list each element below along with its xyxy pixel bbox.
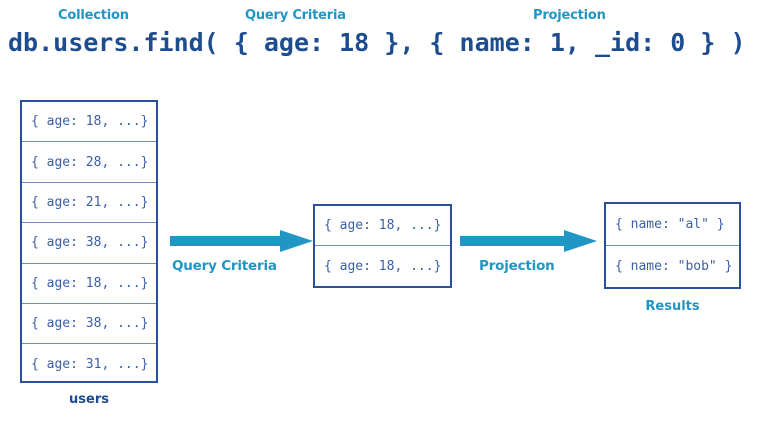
collection-document-row: { age: 18, ...} <box>22 264 156 304</box>
matched-document-row: { age: 18, ...} <box>315 206 450 246</box>
collection-documents-box: { age: 18, ...} { age: 28, ...} { age: 2… <box>20 100 158 383</box>
results-box-caption: Results <box>645 299 700 314</box>
collection-box-caption: users <box>69 392 109 407</box>
arrow-projection <box>460 230 597 252</box>
mongodb-query-code: db.users.find( { age: 18 }, { name: 1, _… <box>8 28 746 57</box>
arrow-label-projection: Projection <box>479 258 555 274</box>
collection-document-row: { age: 38, ...} <box>22 304 156 345</box>
annotation-label-collection: Collection <box>58 8 129 23</box>
collection-document-row: { age: 21, ...} <box>22 183 156 224</box>
result-document-row: { name: "al" } <box>606 204 739 246</box>
collection-document-row: { age: 38, ...} <box>22 223 156 264</box>
matched-document-row: { age: 18, ...} <box>324 258 442 274</box>
arrow-label-query-criteria: Query Criteria <box>172 258 277 274</box>
annotation-label-query-criteria: Query Criteria <box>245 8 346 23</box>
matched-documents-box: { age: 18, ...} { age: 18, ...} <box>313 204 452 288</box>
collection-document-row: { age: 31, ...} <box>31 357 149 373</box>
result-document-row: { name: "bob" } <box>615 258 733 274</box>
results-documents-box: { name: "al" } { name: "bob" } <box>604 202 741 289</box>
collection-document-row: { age: 18, ...} <box>22 102 156 143</box>
annotation-label-projection: Projection <box>533 8 606 23</box>
arrow-query-criteria <box>170 230 313 252</box>
collection-document-row: { age: 28, ...} <box>22 142 156 183</box>
